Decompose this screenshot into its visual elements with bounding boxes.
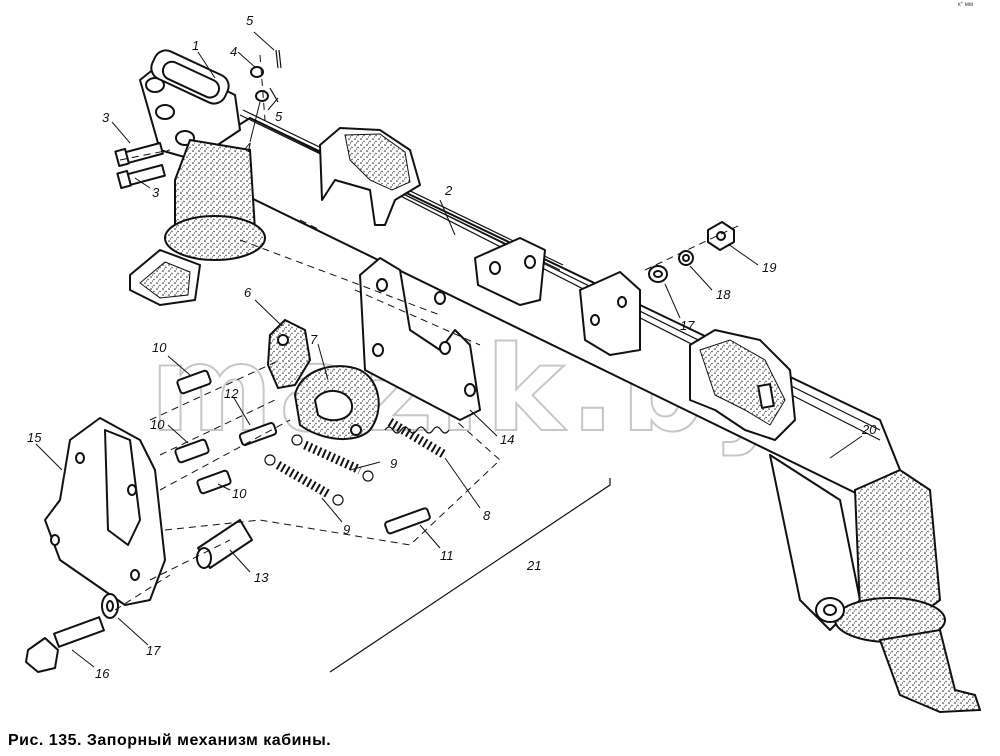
spring-9-lower — [264, 454, 344, 506]
label-13: 13 — [254, 570, 269, 585]
label-17b: 17 — [680, 318, 695, 333]
leader-lines — [35, 31, 863, 668]
pin-12 — [238, 422, 278, 446]
label-21: 21 — [526, 558, 541, 573]
label-5a: 5 — [246, 13, 254, 28]
label-9a: 9 — [390, 456, 397, 471]
bolt-16 — [25, 616, 105, 673]
label-5b: 5 — [275, 109, 283, 124]
label-6: 6 — [244, 285, 252, 300]
label-4b: 4 — [244, 140, 251, 155]
corner-mark: к° мм — [958, 2, 973, 8]
label-8: 8 — [483, 508, 491, 523]
part-labels: 1 2 3 3 4 4 5 5 6 7 8 9 9 10 10 10 11 12… — [27, 13, 877, 681]
beam-saddle-left — [319, 127, 421, 226]
pin-11 — [384, 507, 431, 535]
label-2: 2 — [444, 183, 453, 198]
pins-10 — [174, 369, 232, 495]
label-7: 7 — [310, 332, 318, 347]
lock-bracket-14 — [359, 257, 481, 421]
split-pins-5 — [269, 49, 282, 103]
label-20: 20 — [861, 422, 877, 437]
label-19: 19 — [762, 260, 776, 275]
right-pedestal — [769, 454, 982, 714]
label-1: 1 — [192, 38, 199, 53]
label-16: 16 — [95, 666, 110, 681]
assembly-lines — [114, 54, 741, 611]
label-17a: 17 — [146, 643, 161, 658]
label-3b: 3 — [152, 185, 160, 200]
label-10a: 10 — [152, 340, 167, 355]
label-9b: 9 — [343, 522, 350, 537]
label-10b: 10 — [150, 417, 165, 432]
label-11: 11 — [440, 548, 454, 563]
spring-9-upper — [291, 434, 374, 482]
lock-washer-18 — [678, 250, 694, 266]
group-bracket-21 — [329, 478, 611, 673]
nut-19 — [707, 221, 735, 251]
washer-17-left — [101, 593, 119, 619]
label-12: 12 — [224, 386, 239, 401]
label-15: 15 — [27, 430, 42, 445]
washers-4 — [250, 66, 269, 102]
bolts-3 — [114, 141, 166, 190]
beam-lug-plates — [474, 237, 641, 356]
label-14: 14 — [500, 432, 514, 447]
hook-7 — [293, 365, 380, 441]
spring-8 — [384, 418, 450, 459]
washer-17-right — [648, 265, 668, 283]
label-18: 18 — [716, 287, 731, 302]
lock-housing-15 — [44, 417, 166, 606]
beam-saddle-right — [689, 329, 796, 441]
label-3a: 3 — [102, 110, 110, 125]
figure-caption: Рис. 135. Запорный механизм кабины. — [8, 732, 332, 749]
label-4a: 4 — [230, 44, 237, 59]
label-10c: 10 — [232, 486, 247, 501]
sleeve-13 — [196, 519, 253, 569]
hook-6 — [266, 318, 312, 390]
